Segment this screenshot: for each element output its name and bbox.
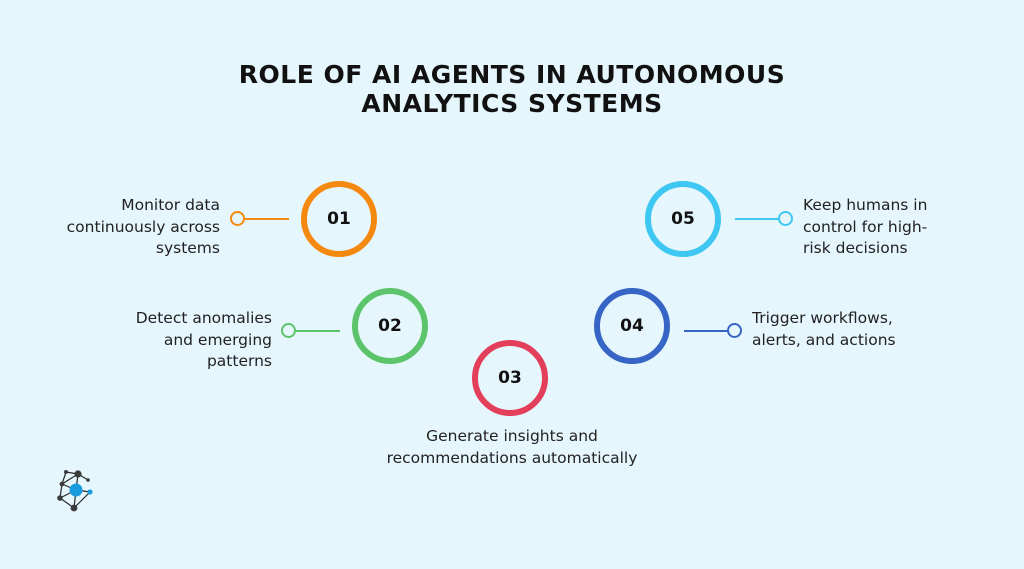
- step-05-number: 05: [671, 209, 695, 229]
- step-03-label: Generate insights and recommendations au…: [386, 427, 638, 467]
- step-04-label: Trigger workflows, alerts, and actions: [752, 309, 896, 349]
- title-line-2: ANALYTICS SYSTEMS: [361, 89, 663, 118]
- step-05-label: Keep humans in control for high- risk de…: [803, 196, 928, 257]
- network-logo-icon: [57, 470, 93, 512]
- step-01-number: 01: [327, 209, 351, 229]
- step-01-connector-dot: [230, 211, 245, 226]
- step-03-number: 03: [498, 368, 522, 388]
- step-01-label: Monitor data continuously across systems: [66, 196, 220, 257]
- step-02-connector-dot: [281, 323, 296, 338]
- step-05-connector-dot: [778, 211, 793, 226]
- title-line-1: ROLE OF AI AGENTS IN AUTONOMOUS: [238, 60, 786, 89]
- step-05-circle: 05: [645, 181, 721, 257]
- step-04-number: 04: [620, 316, 644, 336]
- step-01-circle: 01: [301, 181, 377, 257]
- step-04-circle: 04: [594, 288, 670, 364]
- step-02-number: 02: [378, 316, 402, 336]
- step-03-circle: 03: [472, 340, 548, 416]
- step-02-connector-line: [296, 330, 340, 332]
- page-title: ROLE OF AI AGENTS IN AUTONOMOUS ANALYTIC…: [0, 60, 1024, 118]
- step-04-connector-dot: [727, 323, 742, 338]
- step-05-connector-line: [735, 218, 779, 220]
- step-02-label: Detect anomalies and emerging patterns: [135, 309, 272, 370]
- step-01-connector-line: [245, 218, 289, 220]
- step-04-connector-line: [684, 330, 728, 332]
- step-02-circle: 02: [352, 288, 428, 364]
